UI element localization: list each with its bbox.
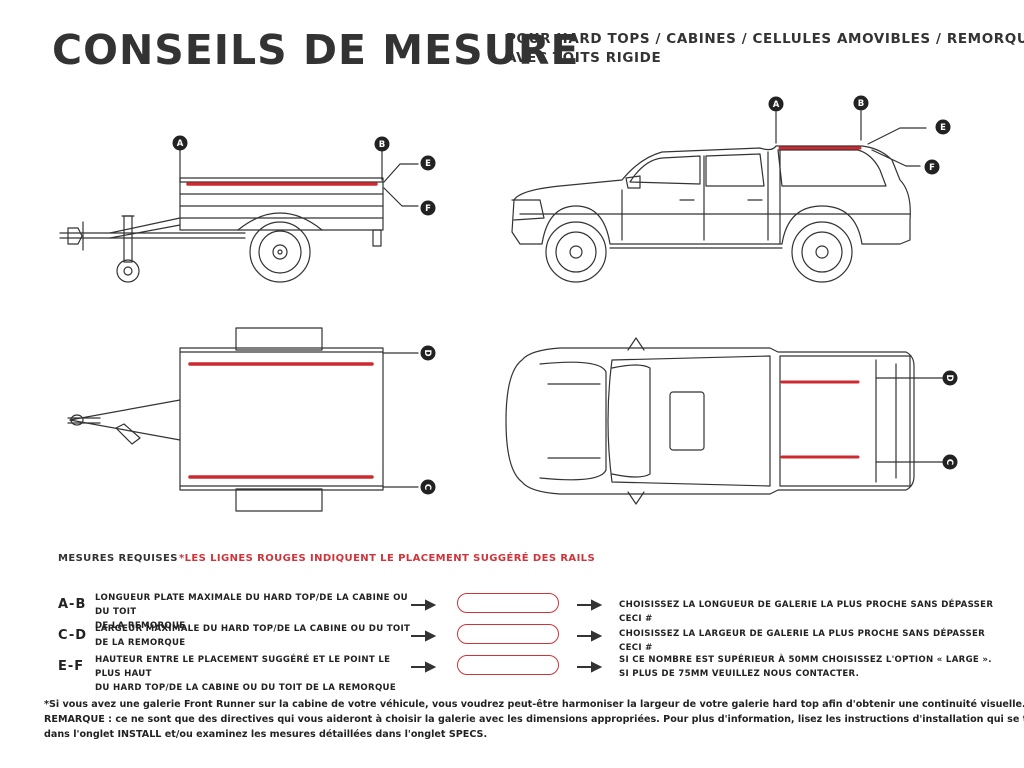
description-line-1: LARGEUR MAXIMALE DU HARD TOP/DE LA CABIN… <box>95 624 411 634</box>
marker-d-trailer: D <box>420 345 436 361</box>
marker-a-truck: A <box>768 96 784 112</box>
marker-c-trailer: C <box>420 479 436 495</box>
marker-a-trailer-label: A <box>177 139 184 149</box>
measurement-row-c-d: C-D LARGEUR MAXIMALE DU HARD TOP/DE LA C… <box>0 622 1024 655</box>
result-line-1: SI CE NOMBRE EST SUPÉRIEUR À 50MM CHOISI… <box>619 655 992 665</box>
subtitle-line-2: AVEC TOITS RIGIDE <box>506 50 662 66</box>
measurement-code: A-B <box>58 597 87 612</box>
marker-d-truck-label: D <box>944 374 954 381</box>
marker-e-truck-label: E <box>940 123 946 133</box>
footer-line-1: *Si vous avez une galerie Front Runner s… <box>44 699 1024 710</box>
measurement-description: LARGEUR MAXIMALE DU HARD TOP/DE LA CABIN… <box>95 622 415 650</box>
arrow-right-icon <box>411 630 437 642</box>
required-measurements-heading: MESURES REQUISES <box>58 553 178 564</box>
marker-f-truck-label: F <box>929 163 935 173</box>
trailer-side-view <box>59 149 419 283</box>
marker-e-truck: E <box>935 119 951 135</box>
subtitle-line-1: POUR HARD TOPS / CABINES / CELLULES AMOV… <box>506 31 1024 47</box>
description-line-2: DU HARD TOP/DE LA CABINE OU DU TOIT DE L… <box>95 683 396 693</box>
marker-e-trailer: E <box>420 155 436 171</box>
marker-b-truck-label: B <box>858 99 864 109</box>
measurement-description: HAUTEUR ENTRE LE PLACEMENT SUGGÉRÉ ET LE… <box>95 653 415 695</box>
arrow-right-icon <box>411 599 437 611</box>
measurement-description: LONGUEUR PLATE MAXIMALE DU HARD TOP/DE L… <box>95 591 415 633</box>
result-line-2: SI PLUS DE 75MM VEUILLEZ NOUS CONTACTER. <box>619 669 860 679</box>
marker-c-truck: C <box>942 454 958 470</box>
description-line-1: HAUTEUR ENTRE LE PLACEMENT SUGGÉRÉ ET LE… <box>95 655 391 679</box>
footer-notes: *Si vous avez une galerie Front Runner s… <box>44 697 1024 742</box>
marker-a-trailer: A <box>172 135 188 151</box>
arrow-right-icon <box>411 661 437 673</box>
truck-side-view <box>511 110 927 283</box>
footer-line-3: dans l'onglet INSTALL et/ou examinez les… <box>44 729 488 740</box>
measurement-input-box[interactable] <box>457 624 559 644</box>
marker-c-truck-label: C <box>944 459 954 465</box>
marker-f-truck: F <box>924 159 940 175</box>
marker-f-trailer-label: F <box>425 204 431 214</box>
truck-top-view <box>505 337 944 505</box>
measurement-result: CHOISISSEZ LA LONGUEUR DE GALERIE LA PLU… <box>619 591 999 626</box>
marker-d-trailer-label: D <box>422 349 432 356</box>
measurement-diagrams: A B E F A B E F <box>59 95 958 512</box>
measurement-code: C-D <box>58 628 88 643</box>
description-line-1: LONGUEUR PLATE MAXIMALE DU HARD TOP/DE L… <box>95 593 408 617</box>
measurement-result: SI CE NOMBRE EST SUPÉRIEUR À 50MM CHOISI… <box>619 653 999 681</box>
marker-b-trailer-label: B <box>379 140 385 150</box>
description-line-2: DE LA REMORQUE <box>95 638 186 648</box>
footer-line-2: REMARQUE : ce ne sont que des directives… <box>44 714 1024 725</box>
result-line-1: CHOISISSEZ LA LONGUEUR DE GALERIE LA PLU… <box>619 600 994 624</box>
measurement-code: E-F <box>58 659 85 674</box>
arrow-right-icon <box>577 630 603 642</box>
marker-e-trailer-label: E <box>425 159 431 169</box>
arrow-right-icon <box>577 661 603 673</box>
page-title: CONSEILS DE MESURE <box>52 26 580 74</box>
result-line-1: CHOISISSEZ LA LARGEUR DE GALERIE LA PLUS… <box>619 629 986 653</box>
measurement-row-a-b: A-B LONGUEUR PLATE MAXIMALE DU HARD TOP/… <box>0 591 1024 631</box>
arrow-right-icon <box>577 599 603 611</box>
marker-f-trailer: F <box>420 200 436 216</box>
description-line-2: DE LA REMORQUE <box>95 621 186 631</box>
page-subtitle: POUR HARD TOPS / CABINES / CELLULES AMOV… <box>506 30 1024 68</box>
trailer-top-view <box>67 327 419 512</box>
measurement-input-box[interactable] <box>457 655 559 675</box>
measurement-row-e-f: E-F HAUTEUR ENTRE LE PLACEMENT SUGGÉRÉ E… <box>0 653 1024 693</box>
marker-a-truck-label: A <box>773 100 780 110</box>
marker-c-trailer-label: C <box>422 484 432 490</box>
measurement-result: CHOISISSEZ LA LARGEUR DE GALERIE LA PLUS… <box>619 622 999 655</box>
marker-d-truck: D <box>942 370 958 386</box>
marker-b-truck: B <box>853 95 869 111</box>
measurement-input-box[interactable] <box>457 593 559 613</box>
red-lines-note: *LES LIGNES ROUGES INDIQUENT LE PLACEMEN… <box>179 553 596 564</box>
marker-b-trailer: B <box>374 136 390 152</box>
